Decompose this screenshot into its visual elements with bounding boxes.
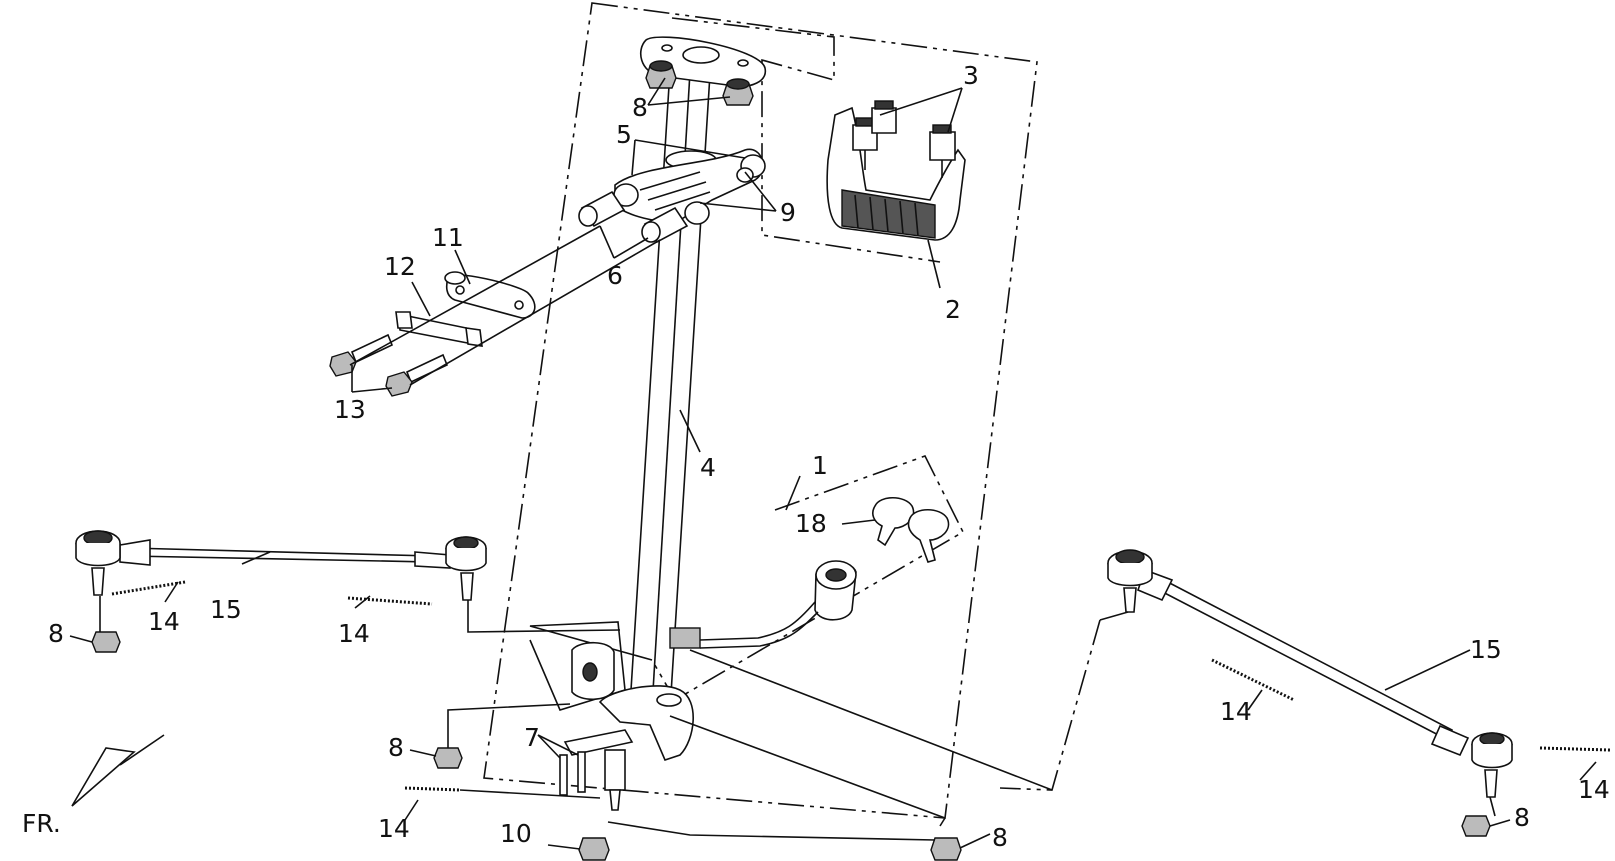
callout-18: 18: [795, 509, 827, 538]
callout-11: 11: [432, 223, 464, 252]
callout-5: 5: [616, 120, 632, 149]
bushing-upper: [578, 190, 626, 228]
callout-14-right: 14: [1220, 697, 1252, 726]
callout-8-left: 8: [48, 619, 64, 648]
callout-15-right: 15: [1470, 635, 1502, 664]
callout-14-far-right: 14: [1578, 775, 1610, 804]
callout-3: 3: [963, 61, 979, 90]
callout-7: 7: [524, 723, 540, 752]
switch-bracket: [826, 106, 966, 241]
callout-1: 1: [812, 451, 828, 480]
callout-14-lower: 14: [378, 814, 410, 843]
leader-lines: [69, 77, 1597, 850]
callout-labels: 1 2 3 4 5 6 7 8 8 8 8 8 9 10 11 12 13 14…: [22, 61, 1610, 852]
callout-4: 4: [700, 453, 716, 482]
nut-lower-right: [930, 837, 962, 861]
switch-left: [852, 117, 878, 170]
mount-bracket: [571, 641, 615, 701]
nut-right-tierod: [1461, 815, 1491, 837]
callout-14-mid: 14: [338, 619, 370, 648]
front-label: FR.: [22, 809, 61, 838]
callout-13: 13: [334, 395, 366, 424]
callout-12: 12: [384, 252, 416, 281]
callout-6: 6: [607, 261, 623, 290]
tie-rod-right: [1107, 549, 1513, 798]
switch-right: [929, 124, 956, 178]
lock-plate: [395, 311, 483, 347]
callout-9: 9: [780, 198, 796, 227]
nut-lower-left: [433, 747, 463, 769]
tie-rod-left: [75, 530, 487, 601]
ignition-keys: [872, 496, 950, 563]
callout-8-top: 8: [632, 93, 648, 122]
steering-shaft: [629, 36, 766, 711]
flange-nut-left: [645, 60, 677, 89]
bolt-lower: [385, 353, 449, 397]
callout-10: 10: [500, 819, 532, 848]
callout-15-left: 15: [210, 595, 242, 624]
switch-middle: [871, 100, 897, 134]
callout-14-left: 14: [148, 607, 180, 636]
callout-2: 2: [945, 295, 961, 324]
ignition-switch: [669, 560, 857, 649]
bolt-upper: [329, 333, 394, 377]
callout-8-right: 8: [1514, 803, 1530, 832]
bushing-lower: [641, 206, 689, 244]
front-direction-marker: [71, 734, 165, 807]
flange-nut-right: [722, 78, 754, 106]
lower-steering-block: [559, 685, 694, 811]
nut-left-tierod: [91, 631, 121, 653]
callout-8-lower-right: 8: [992, 823, 1008, 852]
clamp-plate: [444, 271, 536, 319]
bushing-holder: [613, 148, 766, 225]
nut-lower-center: [578, 837, 610, 861]
callout-8-lower-left: 8: [388, 733, 404, 762]
